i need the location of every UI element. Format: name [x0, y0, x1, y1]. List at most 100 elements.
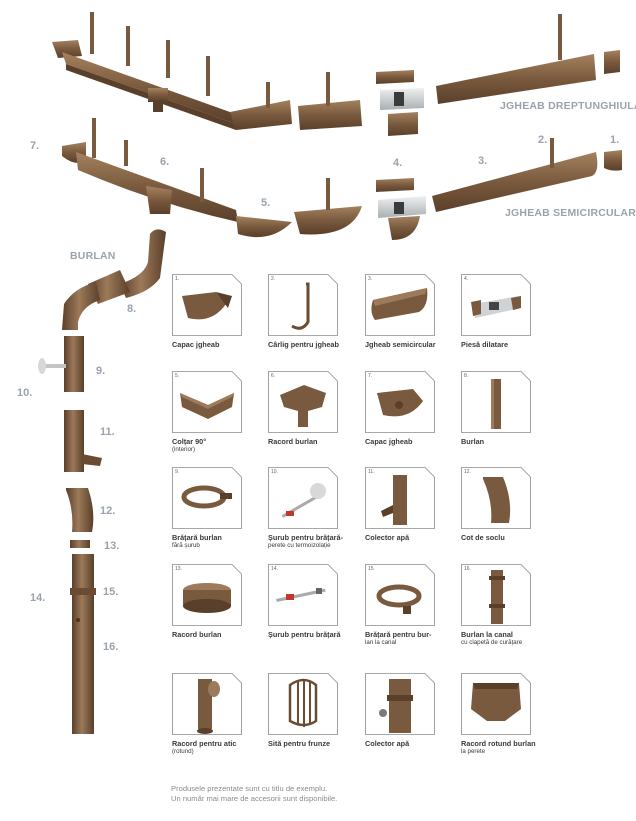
- catalog-caption: Brățară pentru bur-lan la canal: [365, 630, 451, 647]
- catalog-card-plinth-bend: 12.: [461, 467, 531, 529]
- catalog-title: Colțar 90°: [172, 437, 207, 446]
- catalog-title: Capac jgheab: [365, 437, 413, 446]
- sewer-downpipe-image: [489, 570, 505, 624]
- catalog-title: Cot de soclu: [461, 533, 505, 542]
- catalog-card-downpipe-connector: 13.: [172, 564, 242, 626]
- semicircular-gutter-image: [371, 288, 428, 320]
- water-collector-2-image: [379, 679, 413, 733]
- catalog-title: Racord burlan: [268, 437, 318, 446]
- catalog-number: 8.: [464, 373, 469, 379]
- catalog-card-semicircular-gutter: 3.: [365, 274, 435, 336]
- catalog-subtitle: lan la canal: [365, 639, 397, 646]
- catalog-number: 5.: [175, 373, 180, 379]
- catalog-card-parapet-outlet: [172, 673, 242, 735]
- catalog-subtitle: (rotund): [172, 748, 194, 755]
- catalog-number: 10.: [271, 469, 278, 475]
- catalog-title: Racord pentru atic: [172, 739, 237, 748]
- catalog-title: Racord burlan: [172, 630, 222, 639]
- catalog-title: Brățară pentru bur-: [365, 630, 432, 639]
- bracket-screw-image: [276, 588, 326, 602]
- catalog-card-downpipe-bracket: 9.: [172, 467, 242, 529]
- gutter-end-cap-2-image: [377, 389, 423, 417]
- catalog-title: Jgheab semicircular: [365, 340, 436, 349]
- callout-9: 9.: [96, 365, 106, 377]
- callout-7: 7.: [30, 140, 40, 152]
- catalog-card-bracket-screw: 14.: [268, 564, 338, 626]
- catalog-subtitle: fără șurub: [172, 542, 200, 549]
- catalog-subtitle: la perete: [461, 748, 486, 755]
- catalog-caption: Șurub pentru brățară-perete cu termoizol…: [268, 533, 354, 550]
- card-frame: [365, 564, 435, 626]
- catalog-caption: Burlan: [461, 437, 547, 446]
- catalog-caption: Cot de soclu: [461, 533, 547, 542]
- catalog-number: 13.: [175, 566, 182, 572]
- catalog-caption: Colector apă: [365, 739, 451, 748]
- catalog-subtitle: (interior): [172, 446, 196, 453]
- sewer-downpipe-bracket-image: [376, 584, 422, 614]
- catalog-number: 4.: [464, 276, 469, 282]
- callout-4: 4.: [393, 157, 403, 169]
- catalog-caption: Capac jgheab: [365, 437, 451, 446]
- card-frame: [172, 371, 242, 433]
- catalog-caption: Sită pentru frunze: [268, 739, 354, 748]
- catalog-number: 12.: [464, 469, 471, 475]
- callout-8: 8.: [127, 303, 137, 315]
- plinth-bend-image: [483, 477, 511, 523]
- downpipe-image: [491, 379, 501, 429]
- downpipe-label: BURLAN: [70, 250, 116, 262]
- downpipe-connector-image: [183, 583, 231, 613]
- catalog-card-sewer-downpipe-bracket: 15.: [365, 564, 435, 626]
- catalog-number: 14.: [271, 566, 278, 572]
- catalog-title: Sită pentru frunze: [268, 739, 331, 748]
- catalog-card-gutter-end-cap-2: 7.: [365, 371, 435, 433]
- callout-13: 13.: [104, 540, 120, 552]
- catalog-card-downpipe: 8.: [461, 371, 531, 433]
- catalog-number: 16.: [464, 566, 471, 572]
- semicircular-gutter-assembly: [62, 118, 622, 240]
- catalog-number: 9.: [175, 469, 180, 475]
- catalog-number: 3.: [368, 276, 373, 282]
- rectangular-gutter-label: JGHEAB DREPTUNGHIULAR: [500, 100, 636, 112]
- wall-downpipe-connector-image: [471, 683, 521, 721]
- catalog-card-expansion-joint: 4.: [461, 274, 531, 336]
- gutter-end-cap-image: [182, 292, 232, 320]
- catalog-caption: Șurub pentru brățară: [268, 630, 354, 639]
- catalog-number: 7.: [368, 373, 373, 379]
- callout-12: 12.: [100, 505, 116, 517]
- callout-3: 3.: [478, 155, 488, 167]
- catalog-title: Colector apă: [365, 533, 410, 542]
- catalog-caption: Racord burlan: [172, 630, 258, 639]
- catalog-card-inner-corner: 5.: [172, 371, 242, 433]
- catalog-caption: Capac jgheab: [172, 340, 258, 349]
- catalog-card-water-collector-2: [365, 673, 435, 735]
- catalog-title: Șurub pentru brățară: [268, 630, 341, 639]
- catalog-title: Capac jgheab: [172, 340, 220, 349]
- callout-6: 6.: [160, 156, 170, 168]
- gutter-hook-image: [291, 282, 310, 330]
- callout-10: 10.: [17, 387, 33, 399]
- bracket-wall-screw-image: [281, 483, 326, 518]
- catalog-title: Șurub pentru brățară-: [268, 533, 344, 542]
- catalog-title: Racord rotund burlan: [461, 739, 536, 748]
- rectangular-gutter-assembly: [52, 12, 620, 136]
- expansion-joint-image: [471, 296, 521, 318]
- footnote: Produsele prezentate sunt cu titlu de ex…: [171, 784, 471, 804]
- callout-2: 2.: [538, 134, 548, 146]
- callout-1: 1.: [610, 134, 620, 146]
- callout-14: 14.: [30, 592, 46, 604]
- callout-5: 5.: [261, 197, 271, 209]
- water-collector-image: [381, 475, 407, 525]
- catalog-number: 2.: [271, 276, 276, 282]
- catalog-title: Burlan: [461, 437, 485, 446]
- footnote-line-1: Produsele prezentate sunt cu titlu de ex…: [171, 784, 328, 793]
- catalog-card-downpipe-outlet: 6.: [268, 371, 338, 433]
- callout-16: 16.: [103, 641, 119, 653]
- callout-15: 15.: [103, 586, 119, 598]
- catalog-number: 15.: [368, 566, 375, 572]
- catalog-number: 11.: [368, 469, 375, 475]
- leaf-guard-image: [288, 678, 318, 727]
